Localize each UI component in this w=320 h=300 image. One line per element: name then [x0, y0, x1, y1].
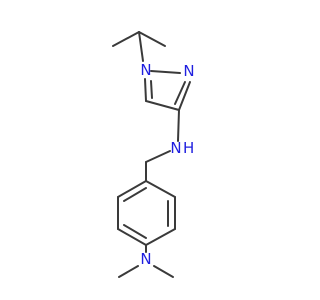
bond-c3-c4: [145, 100, 180, 111]
bond-isopropyl-to-n1: [138, 31, 144, 62]
bond-benzene-6: [117, 180, 147, 198]
bond-benzene-inner-c: [123, 187, 147, 202]
atom-label-amine-h: H: [183, 139, 194, 157]
molecule-canvas: N N N H N: [112, 31, 195, 278]
bond-n-methyl-right: [153, 265, 174, 278]
bond-n2-c3-double: [174, 81, 186, 105]
bond-n2-c3: [178, 81, 191, 111]
bond-c3-amine: [177, 109, 180, 142]
bond-benzene-1: [145, 180, 176, 198]
bond-benzene-inner-b: [123, 224, 147, 239]
bond-benzene-4: [117, 228, 147, 246]
bond-c4-c5: [144, 78, 147, 102]
atom-label-n1: N: [140, 61, 151, 79]
bond-amine-ch2: [145, 150, 171, 163]
bond-benzene-3: [145, 228, 176, 246]
bond-isopropyl-methyl-right: [138, 31, 166, 47]
atom-label-amine-n: N: [170, 139, 181, 157]
bond-n1-n2: [150, 70, 181, 74]
atom-label-n2: N: [183, 62, 194, 80]
structure-drawing: N N N H N: [112, 31, 195, 278]
atom-label-dimethylamino-n: N: [140, 250, 151, 268]
bond-c4-c5-double: [150, 80, 153, 99]
bond-n-methyl-left: [118, 265, 139, 278]
bond-isopropyl-methyl-left: [112, 31, 140, 47]
